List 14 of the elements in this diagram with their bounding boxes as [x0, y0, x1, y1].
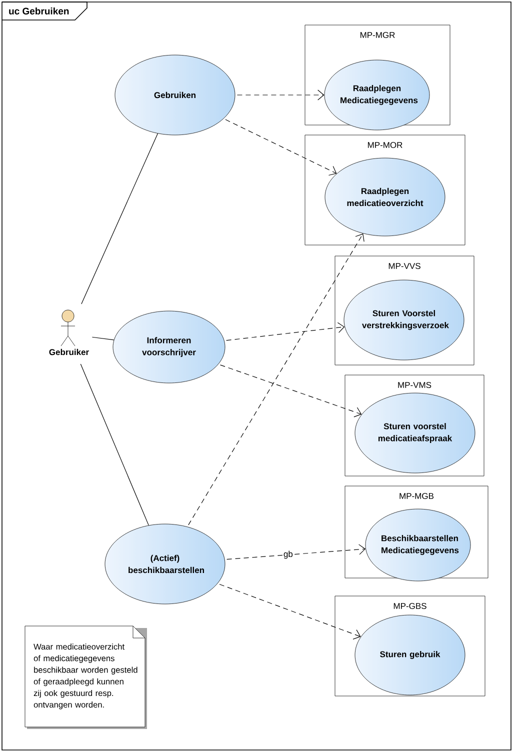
dependency-arrow [236, 90, 324, 100]
frame-tab: uc Gebruiken [2, 2, 88, 20]
actor-name: Gebruiker [49, 348, 89, 356]
association-line [81, 133, 158, 304]
association-line [80, 364, 149, 526]
dependency-arrow [225, 119, 337, 176]
note-box: Waar medicatieoverzicht of medicatiegegevens beschikbaar worden gesteld of geraadpleegd kunnen zij ook gestuurd resp. ontvangen worden. [24, 626, 147, 729]
dependency-arrow [219, 584, 361, 640]
dependency-arrow [220, 364, 362, 418]
edge-label: gb [284, 550, 293, 559]
dependency-arrow [226, 544, 366, 560]
dependency-arrow [188, 234, 364, 526]
dependency-arrow [226, 322, 345, 341]
association-line [92, 336, 114, 340]
